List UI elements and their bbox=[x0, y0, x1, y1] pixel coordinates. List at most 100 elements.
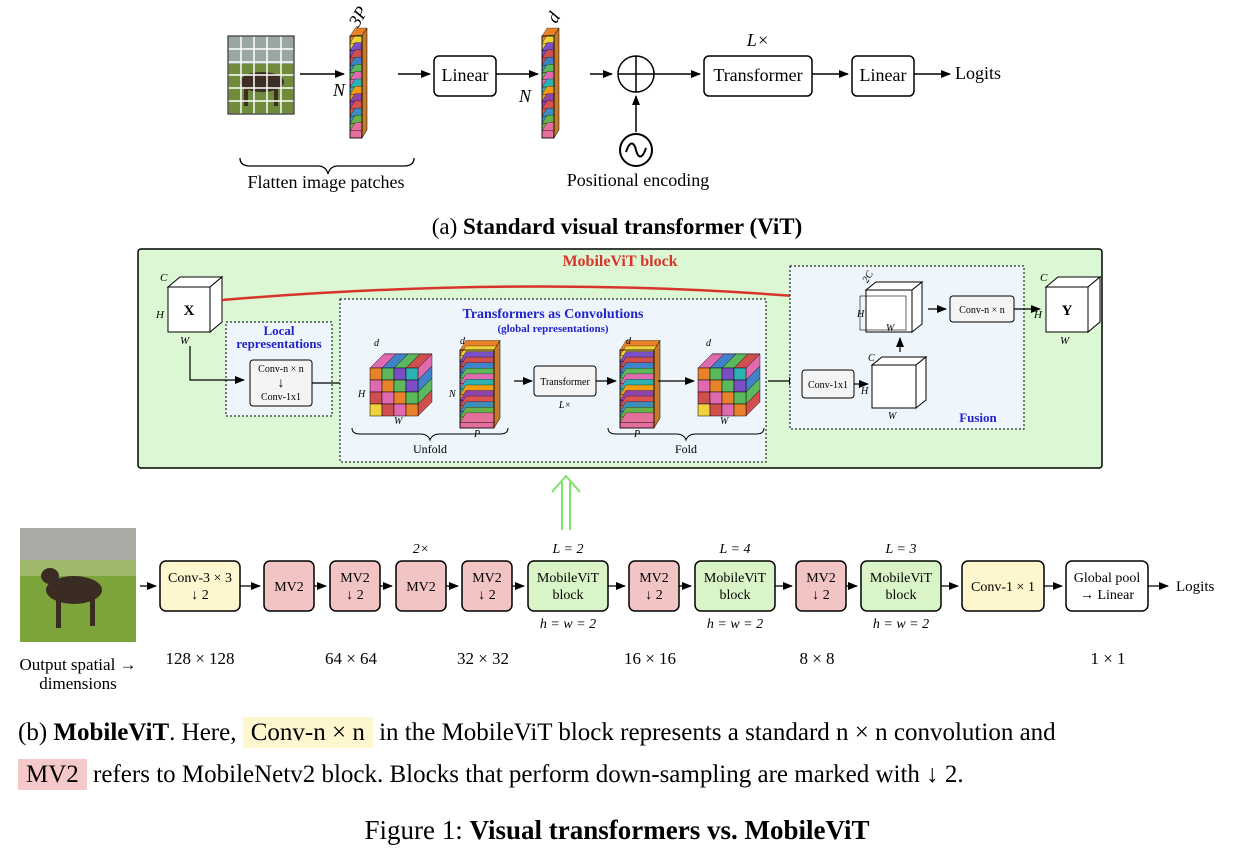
stage-label-10: MobileViT bbox=[870, 571, 933, 586]
svg-text:Y: Y bbox=[1062, 303, 1073, 319]
fold-output-cube bbox=[697, 353, 761, 417]
linear-label-2: Linear bbox=[860, 65, 907, 85]
stage-box-8 bbox=[694, 560, 776, 612]
tokens-dim-label: d bbox=[542, 8, 564, 27]
dim-label-2: 64 × 64 bbox=[325, 649, 378, 668]
flatten-label: Flatten image patches bbox=[248, 172, 405, 192]
vit-section: 3P N Linear d N Positional encoding Tran… bbox=[227, 3, 1001, 239]
stage-bottom-6: h = w = 2 bbox=[540, 617, 596, 632]
tac-title: Transformers as Convolutions bbox=[463, 307, 645, 322]
input-tensor-x: X C H W bbox=[155, 272, 224, 347]
svg-text:H: H bbox=[155, 309, 165, 321]
svg-text:d: d bbox=[460, 336, 466, 347]
dog-photo bbox=[20, 528, 136, 642]
svg-text:d: d bbox=[706, 338, 712, 349]
svg-text:W: W bbox=[1060, 335, 1070, 347]
add-operator-icon bbox=[617, 55, 655, 93]
stage-sublabel-7: ↓ 2 bbox=[645, 588, 663, 603]
stage-label-1: Conv-3 × 3 bbox=[168, 571, 232, 586]
dim-label-6: 1 × 1 bbox=[1090, 649, 1125, 668]
positional-encoding-label: Positional encoding bbox=[567, 170, 710, 190]
svg-text:Transformer: Transformer bbox=[540, 377, 590, 388]
figure-canvas: 3P N Linear d N Positional encoding Tran… bbox=[19, 3, 1214, 693]
stage-top-8: L = 4 bbox=[719, 542, 751, 557]
svg-text:C: C bbox=[160, 272, 168, 284]
svg-text:Unfold: Unfold bbox=[413, 442, 447, 456]
output-label-2: dimensions bbox=[39, 674, 116, 693]
stage-top-10: L = 3 bbox=[885, 542, 917, 557]
dim-label-1: 128 × 128 bbox=[165, 649, 234, 668]
stage-box-1 bbox=[159, 560, 241, 612]
dim-label-5: 8 × 8 bbox=[799, 649, 834, 668]
stage-box-3 bbox=[329, 560, 381, 612]
stage-label-2: MV2 bbox=[274, 580, 304, 595]
stage-sublabel-3: ↓ 2 bbox=[346, 588, 364, 603]
dim-label-3: 32 × 32 bbox=[457, 649, 509, 668]
stage-box-12 bbox=[1065, 560, 1149, 612]
stage-bottom-8: h = w = 2 bbox=[707, 617, 763, 632]
stage-box-5 bbox=[461, 560, 513, 612]
stage-label-6: MobileViT bbox=[537, 571, 600, 586]
patch-token-stack bbox=[349, 27, 368, 139]
n-label-1: N bbox=[332, 80, 346, 100]
svg-text:W: W bbox=[394, 416, 404, 427]
stage-sublabel-12: → Linear bbox=[1080, 588, 1134, 603]
svg-text:W: W bbox=[888, 411, 898, 422]
stage-box-9 bbox=[795, 560, 847, 612]
svg-text:X: X bbox=[184, 303, 195, 319]
figure-caption: Figure 1: Visual transformers vs. Mobile… bbox=[364, 815, 870, 845]
embedded-token-stack bbox=[541, 27, 560, 139]
svg-text:d: d bbox=[626, 336, 632, 347]
vit-caption: (a) Standard visual transformer (ViT) bbox=[432, 214, 803, 239]
stage-bottom-10: h = w = 2 bbox=[873, 617, 929, 632]
stage-label-4: MV2 bbox=[406, 580, 436, 595]
svg-text:W: W bbox=[886, 323, 896, 334]
dim-label-4: 16 × 16 bbox=[624, 649, 676, 668]
stage-sublabel-8: block bbox=[719, 588, 750, 603]
mobilevit-block-title: MobileViT block bbox=[562, 253, 677, 270]
stage-label-12: Global pool bbox=[1074, 571, 1141, 586]
svg-text:Conv-n × n: Conv-n × n bbox=[959, 305, 1005, 316]
unfold-input-cube bbox=[369, 353, 433, 417]
tac-subtitle: (global representations) bbox=[497, 323, 608, 335]
mobilevit-block-panel: MobileViT block X C H W Local representa… bbox=[137, 248, 1103, 469]
stage-label-9: MV2 bbox=[806, 571, 836, 586]
fusion-group: Conv-1x1 C H W 2C H W Conv-n × n Fusion bbox=[789, 265, 1025, 430]
linear-box-2 bbox=[851, 55, 915, 97]
stage-label-3: MV2 bbox=[340, 571, 370, 586]
fusion-label: Fusion bbox=[959, 410, 997, 425]
stage-label-11: Conv-1 × 1 bbox=[971, 580, 1035, 595]
skip-connection-arrow bbox=[221, 285, 864, 306]
flatten-brace bbox=[239, 157, 415, 175]
svg-text:Fold: Fold bbox=[675, 442, 697, 456]
stage-box-7 bbox=[628, 560, 680, 612]
svg-text:C: C bbox=[868, 353, 875, 364]
stage-top-6: L = 2 bbox=[552, 542, 584, 557]
stage-label-8: MobileViT bbox=[704, 571, 767, 586]
linear-box-1 bbox=[433, 55, 497, 97]
svg-text:↓: ↓ bbox=[278, 376, 285, 391]
dog-image-patches bbox=[227, 35, 295, 115]
pipeline-logits: Logits bbox=[1176, 579, 1214, 595]
folded-token-stack bbox=[619, 339, 661, 429]
l-times-label: L× bbox=[746, 30, 769, 50]
svg-text:H: H bbox=[357, 389, 366, 400]
svg-text:Conv-1x1: Conv-1x1 bbox=[261, 392, 301, 403]
local-title: Local bbox=[263, 323, 294, 338]
expand-arrow bbox=[551, 474, 581, 530]
patch-dim-label: 3P bbox=[344, 3, 372, 31]
svg-text:H: H bbox=[860, 386, 869, 397]
svg-text:W: W bbox=[720, 416, 730, 427]
logits-label: Logits bbox=[955, 63, 1001, 83]
svg-text:W: W bbox=[180, 335, 190, 347]
mv2-highlight: MV2 bbox=[18, 759, 87, 790]
stage-sublabel-9: ↓ 2 bbox=[812, 588, 830, 603]
positional-encoding-icon bbox=[619, 133, 653, 167]
svg-text:H: H bbox=[1033, 309, 1043, 321]
stage-sublabel-10: block bbox=[885, 588, 916, 603]
caption-b: (b) MobileViT. Here, Conv-n × n in the M… bbox=[18, 717, 1056, 790]
transformer-label: Transformer bbox=[713, 65, 802, 85]
local-title-2: representations bbox=[236, 336, 321, 351]
svg-text:Conv-1x1: Conv-1x1 bbox=[808, 380, 848, 391]
local-representations-group: Local representations Conv-n × n ↓ Conv-… bbox=[225, 321, 333, 417]
